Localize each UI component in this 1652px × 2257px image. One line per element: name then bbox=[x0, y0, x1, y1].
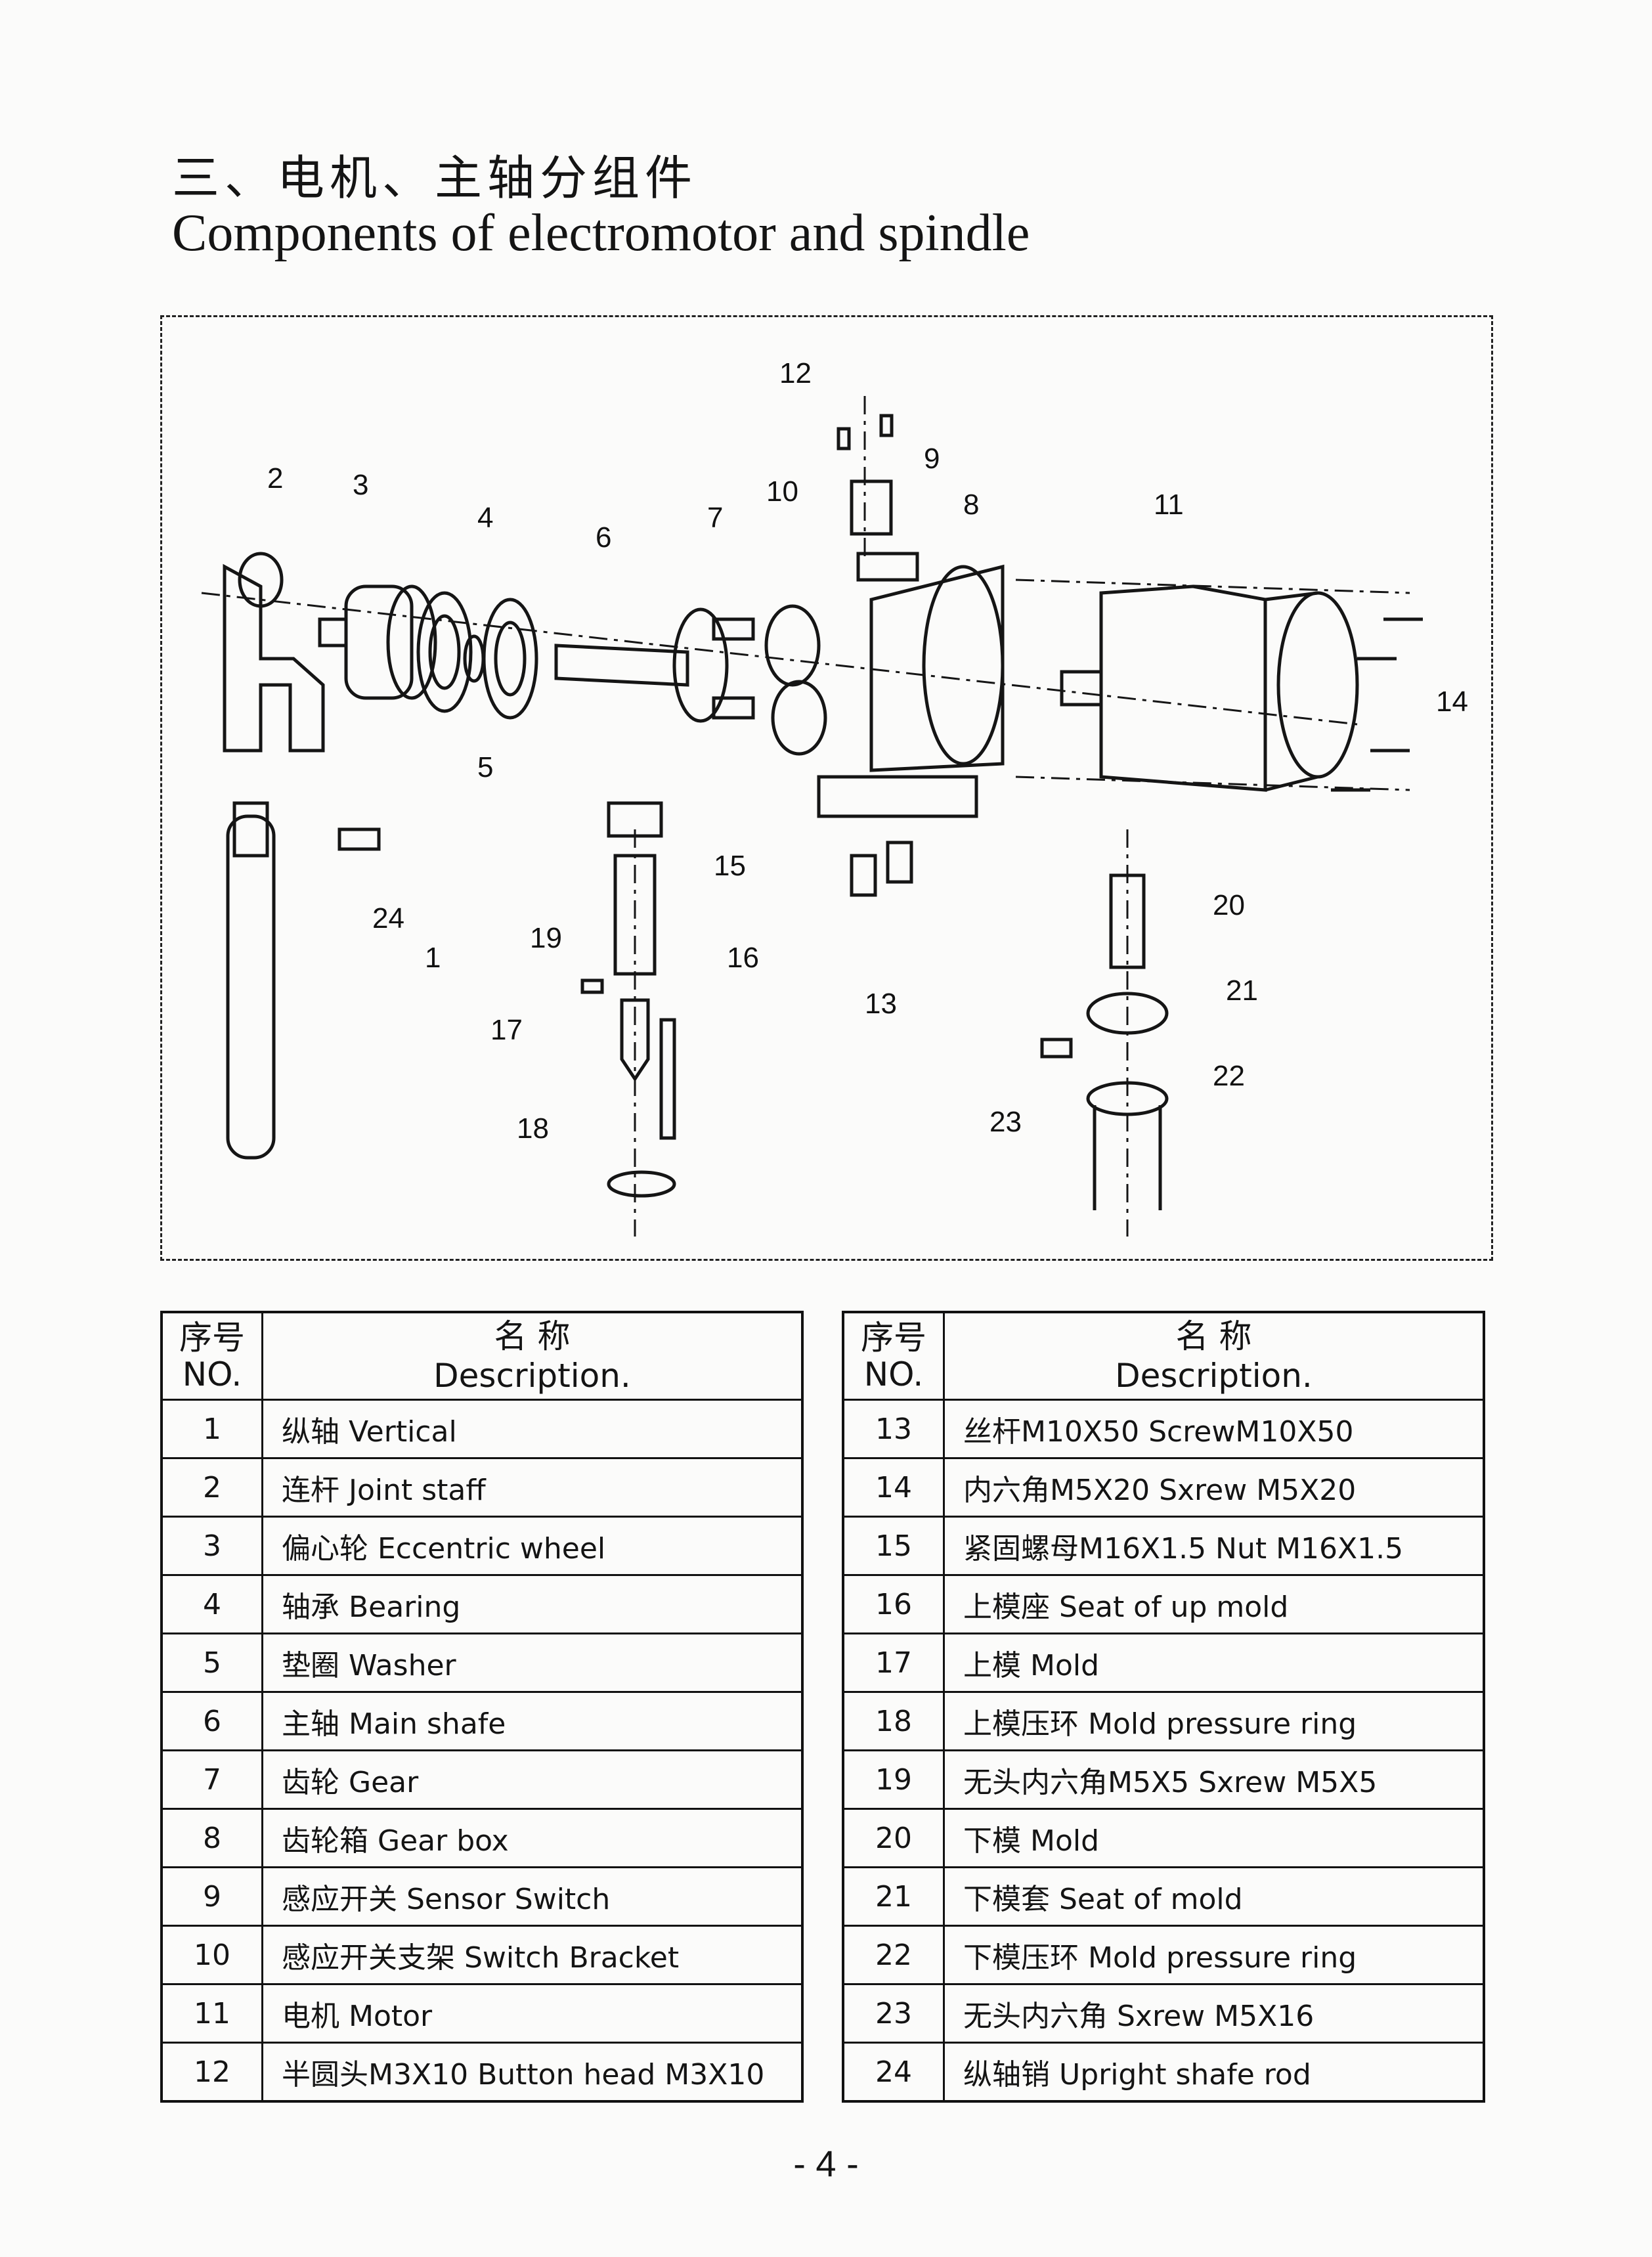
upright-shaft-pin-part bbox=[337, 827, 381, 851]
diagram-label-12: 12 bbox=[779, 357, 812, 389]
diagram-label-9: 9 bbox=[924, 443, 940, 475]
main-axis-centerline bbox=[201, 592, 1358, 726]
button-head-screw-left bbox=[837, 427, 851, 450]
diagram-label-13: 13 bbox=[865, 988, 897, 1020]
main-shaft-part bbox=[554, 607, 755, 723]
lower-mold-pressure-ring-part bbox=[1086, 1081, 1169, 1116]
table-header-description: 名 称 Description. bbox=[943, 1311, 1485, 1401]
motor-part bbox=[1060, 584, 1359, 792]
table-header-no: 序号 NO. bbox=[842, 1311, 945, 1401]
gear-part bbox=[764, 604, 827, 756]
diagram-label-24: 24 bbox=[372, 902, 404, 934]
upper-mold-pressure-ring-part bbox=[607, 1170, 676, 1198]
set-screw-m5x5-part bbox=[580, 978, 604, 994]
diagram-label-19: 19 bbox=[530, 922, 562, 954]
table-header-no: 序号 NO. bbox=[160, 1311, 263, 1401]
screw-rod-left bbox=[850, 854, 877, 897]
eccentric-wheel-part bbox=[318, 584, 437, 700]
joint-staff-part bbox=[223, 552, 325, 753]
diagram-label-1: 1 bbox=[425, 942, 441, 974]
upper-mold-part bbox=[620, 998, 650, 1082]
diagram-label-6: 6 bbox=[596, 521, 611, 554]
button-head-screw-right bbox=[879, 414, 894, 437]
diagram-label-20: 20 bbox=[1213, 889, 1245, 921]
exploded-parts-diagram: 1 2 3 4 5 6 7 8 9 10 11 12 13 14 15 16 1… bbox=[201, 357, 1468, 1237]
diagram-label-3: 3 bbox=[353, 469, 368, 501]
page-title-chinese: 三、电机、主轴分组件 bbox=[172, 150, 698, 206]
exploded-diagram-frame: 1 2 3 4 5 6 7 8 9 10 11 12 13 14 15 16 1… bbox=[160, 315, 1493, 1261]
diagram-label-14: 14 bbox=[1436, 686, 1468, 718]
table-header-description: 名 称 Description. bbox=[261, 1311, 804, 1401]
gear-box-part bbox=[817, 564, 1005, 818]
diagram-label-8: 8 bbox=[963, 489, 979, 521]
pressure-ring-rod bbox=[659, 1018, 676, 1140]
set-screw-m5x16-part bbox=[1040, 1038, 1073, 1059]
washer-part bbox=[463, 634, 485, 683]
diagram-label-21: 21 bbox=[1226, 975, 1258, 1007]
diagram-label-4: 4 bbox=[477, 502, 493, 534]
diagram-label-10: 10 bbox=[766, 475, 798, 508]
diagram-label-18: 18 bbox=[517, 1112, 549, 1145]
sensor-switch-part bbox=[850, 479, 919, 582]
diagram-label-11: 11 bbox=[1154, 489, 1184, 521]
diagram-label-23: 23 bbox=[989, 1106, 1022, 1138]
lower-mold-seat-part bbox=[1086, 992, 1169, 1035]
motor-screw-centerline-2 bbox=[1015, 776, 1410, 791]
fastening-nut-part bbox=[607, 801, 663, 838]
diagram-label-22: 22 bbox=[1213, 1060, 1245, 1092]
screw-rod-right bbox=[886, 841, 913, 884]
page-title-english: Components of electromotor and spindle bbox=[172, 204, 1030, 262]
bearing-parts bbox=[416, 591, 538, 720]
diagram-label-2: 2 bbox=[267, 462, 283, 494]
motor-screws-part bbox=[1331, 617, 1423, 792]
lower-mold-part bbox=[1109, 873, 1146, 969]
diagram-label-15: 15 bbox=[714, 850, 746, 882]
diagram-label-17: 17 bbox=[490, 1014, 523, 1046]
diagram-label-16: 16 bbox=[727, 942, 759, 974]
vertical-shaft-part bbox=[226, 801, 276, 1160]
upper-mold-seat-part bbox=[613, 854, 657, 976]
motor-screw-centerline-1 bbox=[1015, 579, 1410, 594]
diagram-label-5: 5 bbox=[477, 751, 493, 783]
page-number: - 4 - bbox=[793, 2143, 859, 2184]
diagram-label-7: 7 bbox=[707, 502, 723, 534]
